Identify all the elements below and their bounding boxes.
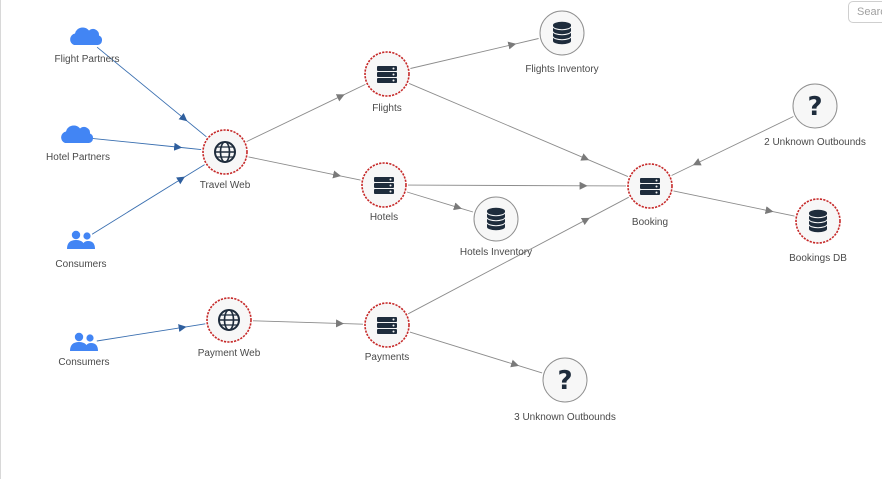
node-label: 3 Unknown Outbounds (514, 412, 616, 423)
edges-layer (90, 38, 795, 374)
server-icon (377, 317, 397, 334)
node-flights-inventory[interactable]: Flights Inventory (525, 10, 599, 75)
node-label: Consumers (55, 259, 106, 270)
node-label: Booking (632, 217, 668, 228)
node-label: Hotels (370, 212, 398, 223)
node-label: Hotel Partners (46, 152, 110, 163)
edge-travel-web-to-flights (246, 83, 366, 143)
node-consumers-1[interactable]: Consumers (55, 230, 107, 270)
database-icon (808, 209, 828, 233)
server-icon (374, 177, 394, 194)
search-input[interactable] (848, 1, 882, 23)
node-hotels-inventory[interactable]: Hotels Inventory (460, 196, 532, 258)
node-payment-web[interactable]: Payment Web (198, 297, 261, 359)
edge-unknown-outbounds-2-to-booking (671, 116, 794, 176)
node-label: Flights Inventory (525, 64, 598, 75)
server-icon (640, 178, 660, 195)
node-label: Bookings DB (789, 253, 847, 264)
node-payments[interactable]: Payments (364, 302, 410, 363)
node-consumers-2[interactable]: Consumers (58, 332, 110, 368)
node-unknown-outbounds-3[interactable]: ? 3 Unknown Outbounds (514, 357, 616, 423)
node-label: Consumers (58, 357, 109, 368)
database-icon (552, 21, 572, 45)
edge-consumers-2-to-payment-web (96, 323, 206, 342)
node-ring (542, 357, 588, 403)
globe-icon (218, 309, 240, 331)
node-label: Flight Partners (54, 54, 119, 65)
users-icon (70, 332, 98, 351)
node-label: Payment Web (198, 348, 261, 359)
question-icon: ? (557, 366, 572, 396)
globe-icon (214, 141, 236, 163)
node-flight-partners[interactable]: Flight Partners (54, 27, 120, 65)
edge-flights-to-booking (408, 82, 629, 178)
node-booking[interactable]: Booking (627, 163, 673, 228)
cloud-icon (70, 27, 103, 45)
node-label: Payments (365, 352, 409, 363)
question-icon: ? (807, 92, 822, 122)
server-icon (377, 66, 397, 83)
edge-payments-to-booking (407, 196, 630, 315)
node-unknown-outbounds-2[interactable]: ? 2 Unknown Outbounds (764, 83, 866, 148)
database-icon (486, 207, 506, 231)
node-label: 2 Unknown Outbounds (764, 137, 866, 148)
edge-flight-partners-to-travel-web (96, 46, 207, 138)
edge-travel-web-to-hotels (248, 156, 361, 181)
node-hotel-partners[interactable]: Hotel Partners (46, 125, 110, 163)
edge-consumers-1-to-travel-web (91, 164, 205, 235)
edge-hotels-to-booking (407, 181, 627, 190)
edge-payments-to-unknown-outbounds-3 (409, 331, 543, 374)
node-bookings-db[interactable]: Bookings DB (789, 198, 847, 264)
edge-flights-to-flights-inventory (410, 38, 539, 69)
users-icon (67, 230, 95, 249)
node-travel-web[interactable]: Travel Web (200, 129, 251, 191)
node-label: Hotels Inventory (460, 247, 532, 258)
edge-payment-web-to-payments (252, 319, 364, 328)
edge-hotel-partners-to-travel-web (90, 137, 202, 151)
node-flights[interactable]: Flights (364, 51, 410, 114)
node-label: Travel Web (200, 180, 251, 191)
node-hotels[interactable]: Hotels (361, 162, 407, 223)
window-border (0, 0, 1, 479)
cloud-icon (61, 125, 94, 143)
node-label: Flights (372, 103, 401, 114)
edge-hotels-to-hotels-inventory (406, 191, 474, 213)
node-ring (792, 83, 838, 129)
edge-booking-to-bookings-db (673, 190, 795, 217)
